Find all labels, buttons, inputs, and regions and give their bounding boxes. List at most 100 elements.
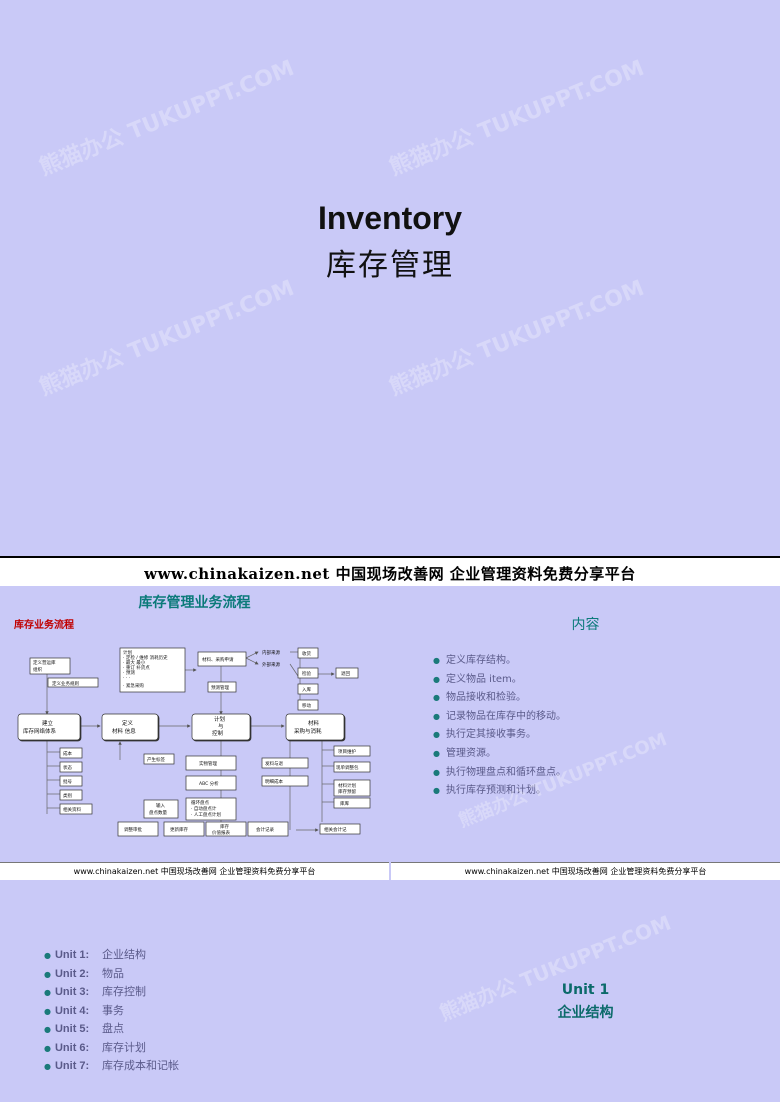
diagram-label: · · ·: [123, 676, 130, 681]
unit1-slide-thumbnail[interactable]: Unit 1 企业结构 熊猫办公 TUKUPPT.COM: [391, 882, 780, 1102]
diagram-label: · 预测: [123, 669, 135, 676]
thumbnail-footer: www.chinakaizen.net 中国现场改善网 企业管理资料免费分享平台: [391, 862, 780, 880]
bullet-icon: ●: [433, 730, 440, 740]
diagram-label: 材料计划: [338, 782, 356, 789]
diagram-label: 内部来源: [262, 649, 280, 656]
thumbnail-footer: www.chinakaizen.net 中国现场改善网 企业管理资料免费分享平台: [0, 862, 389, 880]
diagram-label: 明细成本: [265, 778, 283, 785]
diagram-label: 类别: [63, 792, 72, 799]
diagram-label: 会计记录: [256, 826, 274, 833]
bullet-icon: ●: [44, 969, 51, 979]
diagram-label: 批号: [63, 778, 72, 785]
flow-slide-title: 库存管理业务流程: [138, 595, 251, 611]
diagram-label: 现单调整包: [336, 764, 359, 771]
list-item: ●Unit 7:库存成本和记帐: [44, 1059, 179, 1072]
bullet-icon: ●: [44, 1006, 51, 1016]
bullet-icon: ●: [44, 1025, 51, 1034]
diagram-label: 库库: [340, 800, 349, 807]
watermark-text: 熊猫办公 TUKUPPT.COM: [386, 55, 648, 181]
diagram-label: · 人工盘点计划: [191, 811, 221, 818]
diagram-label: 相关资料: [63, 806, 81, 813]
units-slide-thumbnail[interactable]: ●Unit 1:企业结构 ●Unit 2:物品 ●Unit 3:库存控制 ●Un…: [0, 882, 389, 1102]
bullet-icon: ●: [44, 988, 51, 997]
diagram-label: 定义业务规则: [52, 680, 79, 687]
bullet-icon: ●: [433, 693, 440, 703]
list-item: ●执行库存预测和计划。: [433, 785, 546, 797]
list-item: ●定义物品 item。: [433, 673, 522, 685]
units-list: ●Unit 1:企业结构 ●Unit 2:物品 ●Unit 3:库存控制 ●Un…: [44, 946, 179, 1076]
list-item: ●Unit 5:盘点: [44, 1022, 124, 1035]
bullet-icon: ●: [44, 1062, 51, 1071]
diagram-label: 更新库存: [170, 826, 188, 833]
diagram-label: 状态: [63, 764, 72, 771]
diagram-label: 输入: [156, 802, 165, 809]
diagram-label: 实物管理: [199, 760, 217, 767]
list-item: ●Unit 1:企业结构: [44, 948, 146, 961]
bullet-icon: ●: [433, 748, 440, 758]
diagram-label: 退回: [341, 670, 350, 677]
diagram-label: 盘点数量: [149, 809, 167, 816]
diagram-label: 发料与退: [265, 760, 283, 767]
diagram-label: 相关会计记: [324, 826, 347, 833]
box-define-org: 定义营运库: [33, 659, 56, 666]
list-item: ●记录物品在库存中的移动。: [433, 710, 566, 722]
bullet-icon: ●: [433, 656, 440, 665]
bullet-icon: ●: [433, 767, 440, 777]
diagram-label: 定义: [122, 719, 134, 727]
bullet-icon: ●: [44, 1043, 51, 1053]
diagram-label: 库存: [220, 823, 229, 830]
list-item: ●执行物理盘点和循环盘点。: [433, 766, 566, 778]
diagram-label: 材料 信息: [112, 727, 136, 735]
watermark-text: 熊猫办公 TUKUPPT.COM: [36, 275, 298, 401]
watermark-text: 熊猫办公 TUKUPPT.COM: [386, 275, 648, 401]
diagram-label: 成本: [63, 750, 72, 757]
bullet-icon: ●: [433, 786, 440, 796]
title-chinese: 库存管理: [326, 248, 454, 283]
list-item: ●定义库存结构。: [433, 655, 516, 666]
diagram-label: 库存网络体系: [23, 727, 57, 735]
list-item: ●管理资源。: [433, 747, 496, 759]
diagram-label: 建立: [42, 719, 54, 727]
flow-slide-subtitle: 库存业务流程: [14, 620, 74, 631]
diagram-label: ABC 分析: [199, 780, 219, 787]
diagram-label: · 自动盘点计: [191, 805, 217, 812]
diagram-label: 产生标签: [147, 756, 165, 763]
diagram-label: 采购与消耗: [294, 727, 322, 735]
contents-slide-thumbnail[interactable]: 内容 ●定义库存结构。 ●定义物品 item。 ●物品接收和检验。 ●记录物品在…: [391, 586, 780, 880]
diagram-label: 预测管理: [211, 684, 229, 691]
bullet-icon: ●: [44, 951, 51, 960]
list-item: ●Unit 6:库存计划: [44, 1040, 146, 1054]
title-slide: Inventory 库存管理 熊猫办公 TUKUPPT.COM 熊猫办公 TUK…: [36, 55, 648, 401]
diagram-label: 计划: [214, 715, 225, 723]
diagram-label: 库存预留: [338, 788, 356, 795]
contents-title: 内容: [571, 617, 600, 633]
diagram-label: · 重订 补货点: [123, 664, 150, 671]
list-item: ●物品接收和检验。: [433, 692, 526, 704]
title-english: Inventory: [317, 200, 463, 236]
banner-text: www.chinakaizen.net 中国现场改善网 企业管理资料免费分享平台: [144, 565, 636, 583]
diagram-label: · 最大 最小: [123, 659, 146, 666]
diagram-label: 收货: [302, 650, 311, 657]
unit-subtitle: 企业结构: [557, 1005, 614, 1021]
diagram-label: 与: [218, 722, 224, 730]
diagram-label: 材料、采购申请: [202, 656, 234, 663]
diagram-label: 组织: [33, 666, 42, 673]
diagram-label: 调整审批: [124, 826, 142, 833]
watermark-text: 熊猫办公 TUKUPPT.COM: [36, 55, 298, 181]
diagram-label: 控制: [212, 729, 224, 737]
contents-list: ●定义库存结构。 ●定义物品 item。 ●物品接收和检验。 ●记录物品在库存中…: [433, 652, 566, 801]
diagram-label: 价值报表: [212, 829, 230, 836]
flow-slide-thumbnail[interactable]: 库存管理业务流程 库存业务流程: [0, 586, 389, 880]
flow-diagram: 定义营运库 组织 定义业务规则 建立 库存网络体系 定义 材料 信息 计划 与 …: [17, 647, 371, 837]
list-item: ●Unit 4:事务: [44, 1003, 124, 1017]
list-item: ●执行定其接收事务。: [433, 729, 536, 741]
list-item: ●Unit 2:物品: [44, 966, 124, 980]
diagram-label: · 定检 / 维修 消耗历史: [123, 654, 168, 661]
bullet-icon: ●: [433, 711, 440, 721]
site-banner: www.chinakaizen.net 中国现场改善网 企业管理资料免费分享平台: [0, 556, 780, 586]
diagram-label: 材料: [308, 719, 320, 727]
bullet-icon: ●: [433, 674, 440, 684]
diagram-label: 入库: [302, 686, 311, 693]
diagram-label: 循环盘点: [191, 799, 209, 806]
list-item: ●Unit 3:库存控制: [44, 985, 146, 998]
